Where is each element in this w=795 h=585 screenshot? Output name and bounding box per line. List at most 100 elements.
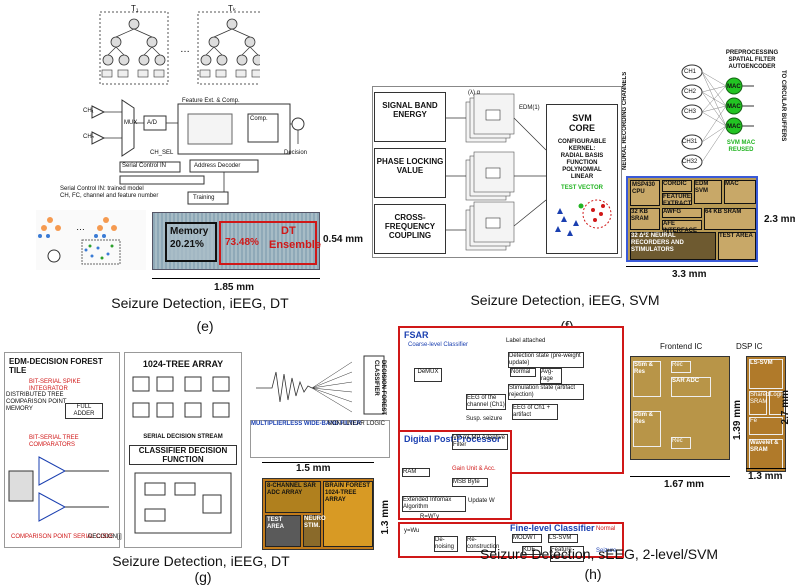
svg-text:…: … [76,222,85,232]
feature-3-label: CROSS-FREQUENCY COUPLING [384,213,436,240]
array-title: 1024-TREE ARRAY [142,359,224,369]
svm-chip-photo: MSP430 CPU CORDIC EDM SVM MAC FEATURE EX… [626,176,758,262]
mux-label: MUX [124,120,138,126]
memory-percent: 20.21% [170,239,204,250]
chip-f-height: 2.3 mm [764,214,795,225]
chip-f-width-arrow [626,266,758,267]
msb-byte: MSB Byte [452,478,488,487]
chip-h-front-4: Rec [671,437,691,449]
classifier-logic [134,472,232,534]
fine-title: Fine-level Classifier [510,523,595,533]
avg-label: Avg-rage [540,368,562,384]
preprocessing-2: SPATIAL FILTER [728,57,776,63]
tree-label-1: T₁ [131,4,139,13]
caption-e: Seizure Detection, iEEG, DT [111,295,289,311]
feature-phase-locking: PHASE LOCKING VALUE [374,148,446,198]
test-vector-label: TEST VECTOR [561,185,603,191]
ch-label-2: CH2 [684,89,697,95]
infomax: Extended Infomax Algorithm [402,496,466,512]
chip-f-block-10: TEST AREA [718,232,756,260]
chip-h-dsp-3: Fe [749,417,783,435]
seizure-class: Seizure [596,548,617,554]
chip-h-width-arrow-1 [630,476,730,477]
normal-label: Normal [510,368,536,377]
detection-state: Detection state (pre-weight update) [508,352,584,368]
caption-g: Seizure Detection, iEEG, DT [112,553,290,569]
circular-buffers-side: TO CIRCULAR BUFFERS [780,70,786,142]
feature-label: Feature Ext. & Comp. [182,98,240,104]
chip-f-block-0: MSP430 CPU [630,180,660,206]
chip-f-block-2: EDM SVM [694,180,722,204]
decision-label: Decision [284,150,308,156]
kernel-4: LINEAR [570,174,594,180]
svm-core-box: SVM CORE CONFIGURABLE KERNEL: RADIAL BAS… [546,104,618,254]
comp-label: Comp. [250,116,268,122]
ls-svm: LS-SVM [548,534,578,543]
lambda-label: (λ) α [468,90,481,96]
memory-label: Memory [170,226,209,237]
rw-label: R=Wᵀy [420,514,440,520]
chip-g-block-3: NEURO STIM. [303,515,326,547]
dt-region [219,221,317,265]
dsp-chip-photo: LS-SVM Shared SRAM Logic Fe Wavelet & SR… [746,356,786,472]
chip-h-front-2: Stim & Res [633,411,661,447]
ywu-label: y=Wu [404,528,420,534]
feature-signal-energy: SIGNAL BAND ENERGY [374,92,446,142]
chip-h-width-1: 1.67 mm [664,479,705,490]
eeg-channel: EEG of the channel (Ch1) [466,394,506,410]
chip-g-block-2: TEST AREA [265,515,301,547]
training-label: Training [193,195,215,201]
mac-label-1: MAC [727,84,741,90]
feature-1-label: SIGNAL BAND ENERGY [382,101,438,119]
chip-g-height: 1.3 mm [380,500,391,535]
serial-stream: SERIAL DECISION STREAM [143,434,223,440]
chip-f-block-6: AWFG [662,208,702,218]
ad-label: A/D [147,120,158,126]
memory-region: Memory 20.21% [165,222,217,262]
edm-stack [446,93,546,251]
chip-h-front-3: Rec [671,361,691,373]
dt-circuit-diagram [91,99,305,205]
tile-label-3: DISTRIBUTED TREE COMPARISON POINT MEMORY [6,392,67,412]
mac-label-2: MAC [727,104,741,110]
chip-e-width: 1.85 mm [214,282,255,293]
chip-h-width-arrow-2 [746,468,786,469]
forest-tile-box: EDM-DECISION FOREST TILE BIT-SERIAL SPIK… [4,352,120,548]
preprocessing-title: PREPROCESSING SPATIAL FILTER AUTOENCODER [712,50,792,71]
nonlinear-label: NON-LINEAR LOGIC [327,421,385,427]
letter-h: (h) [584,566,602,582]
dt-percent: 73.48% [225,237,259,248]
tree-illustration: … [36,210,146,270]
chip-h-dsp-4: Wavelet & SRAM [749,439,783,469]
chip-h-height-1: 1.39 mm [732,400,743,441]
chip-f-width: 3.3 mm [672,269,707,280]
ch-sel-label: CH_SEL [150,150,174,156]
tree-label-k: Tₖ [228,4,237,13]
filter-bank [252,352,392,418]
tile-title: EDM-DECISION FOREST TILE [9,357,103,375]
modwt: MODWT [512,534,542,543]
caption-f: Seizure Detection, iEEG, SVM [470,292,660,308]
chip-h-dsp-0: LS-SVM [749,359,783,389]
update-w: Update W [468,498,495,504]
ch-label-31: CH31 [682,139,698,145]
address-decoder-label: Address Decoder [194,163,241,169]
preprocessing-3: AUTOENCODER [728,64,776,70]
forest-classifier: DECISION FOREST CLASSIFIER [373,360,386,416]
tile-label-7: DECISION[j] [88,534,122,540]
ram-block: RAM [402,468,430,477]
chip-f-block-5: 32 KB SRAM [630,208,660,230]
chip-e-height: 0.54 mm [323,234,364,245]
preprocessing-1: PREPROCESSING [725,50,779,56]
chip-f-block-3: MAC [724,180,756,204]
chip-f-block-8: AFE INTERFACE [662,220,702,234]
ch-label-32: CH32 [682,159,698,165]
reconstruction: Re-construction [466,536,500,552]
tile-label-5: COMPARISON POINT SERIAL CODE [11,534,114,540]
chip-h-dsp-1: Shared SRAM [749,391,769,415]
mac-label-3: MAC [727,124,741,130]
channel-label-1: CH₁ [83,108,94,114]
tile-label-1: FULL ADDER [65,403,103,419]
normal-class: Normal [596,526,616,532]
dsp-ic-label: DSP IC [736,342,763,351]
